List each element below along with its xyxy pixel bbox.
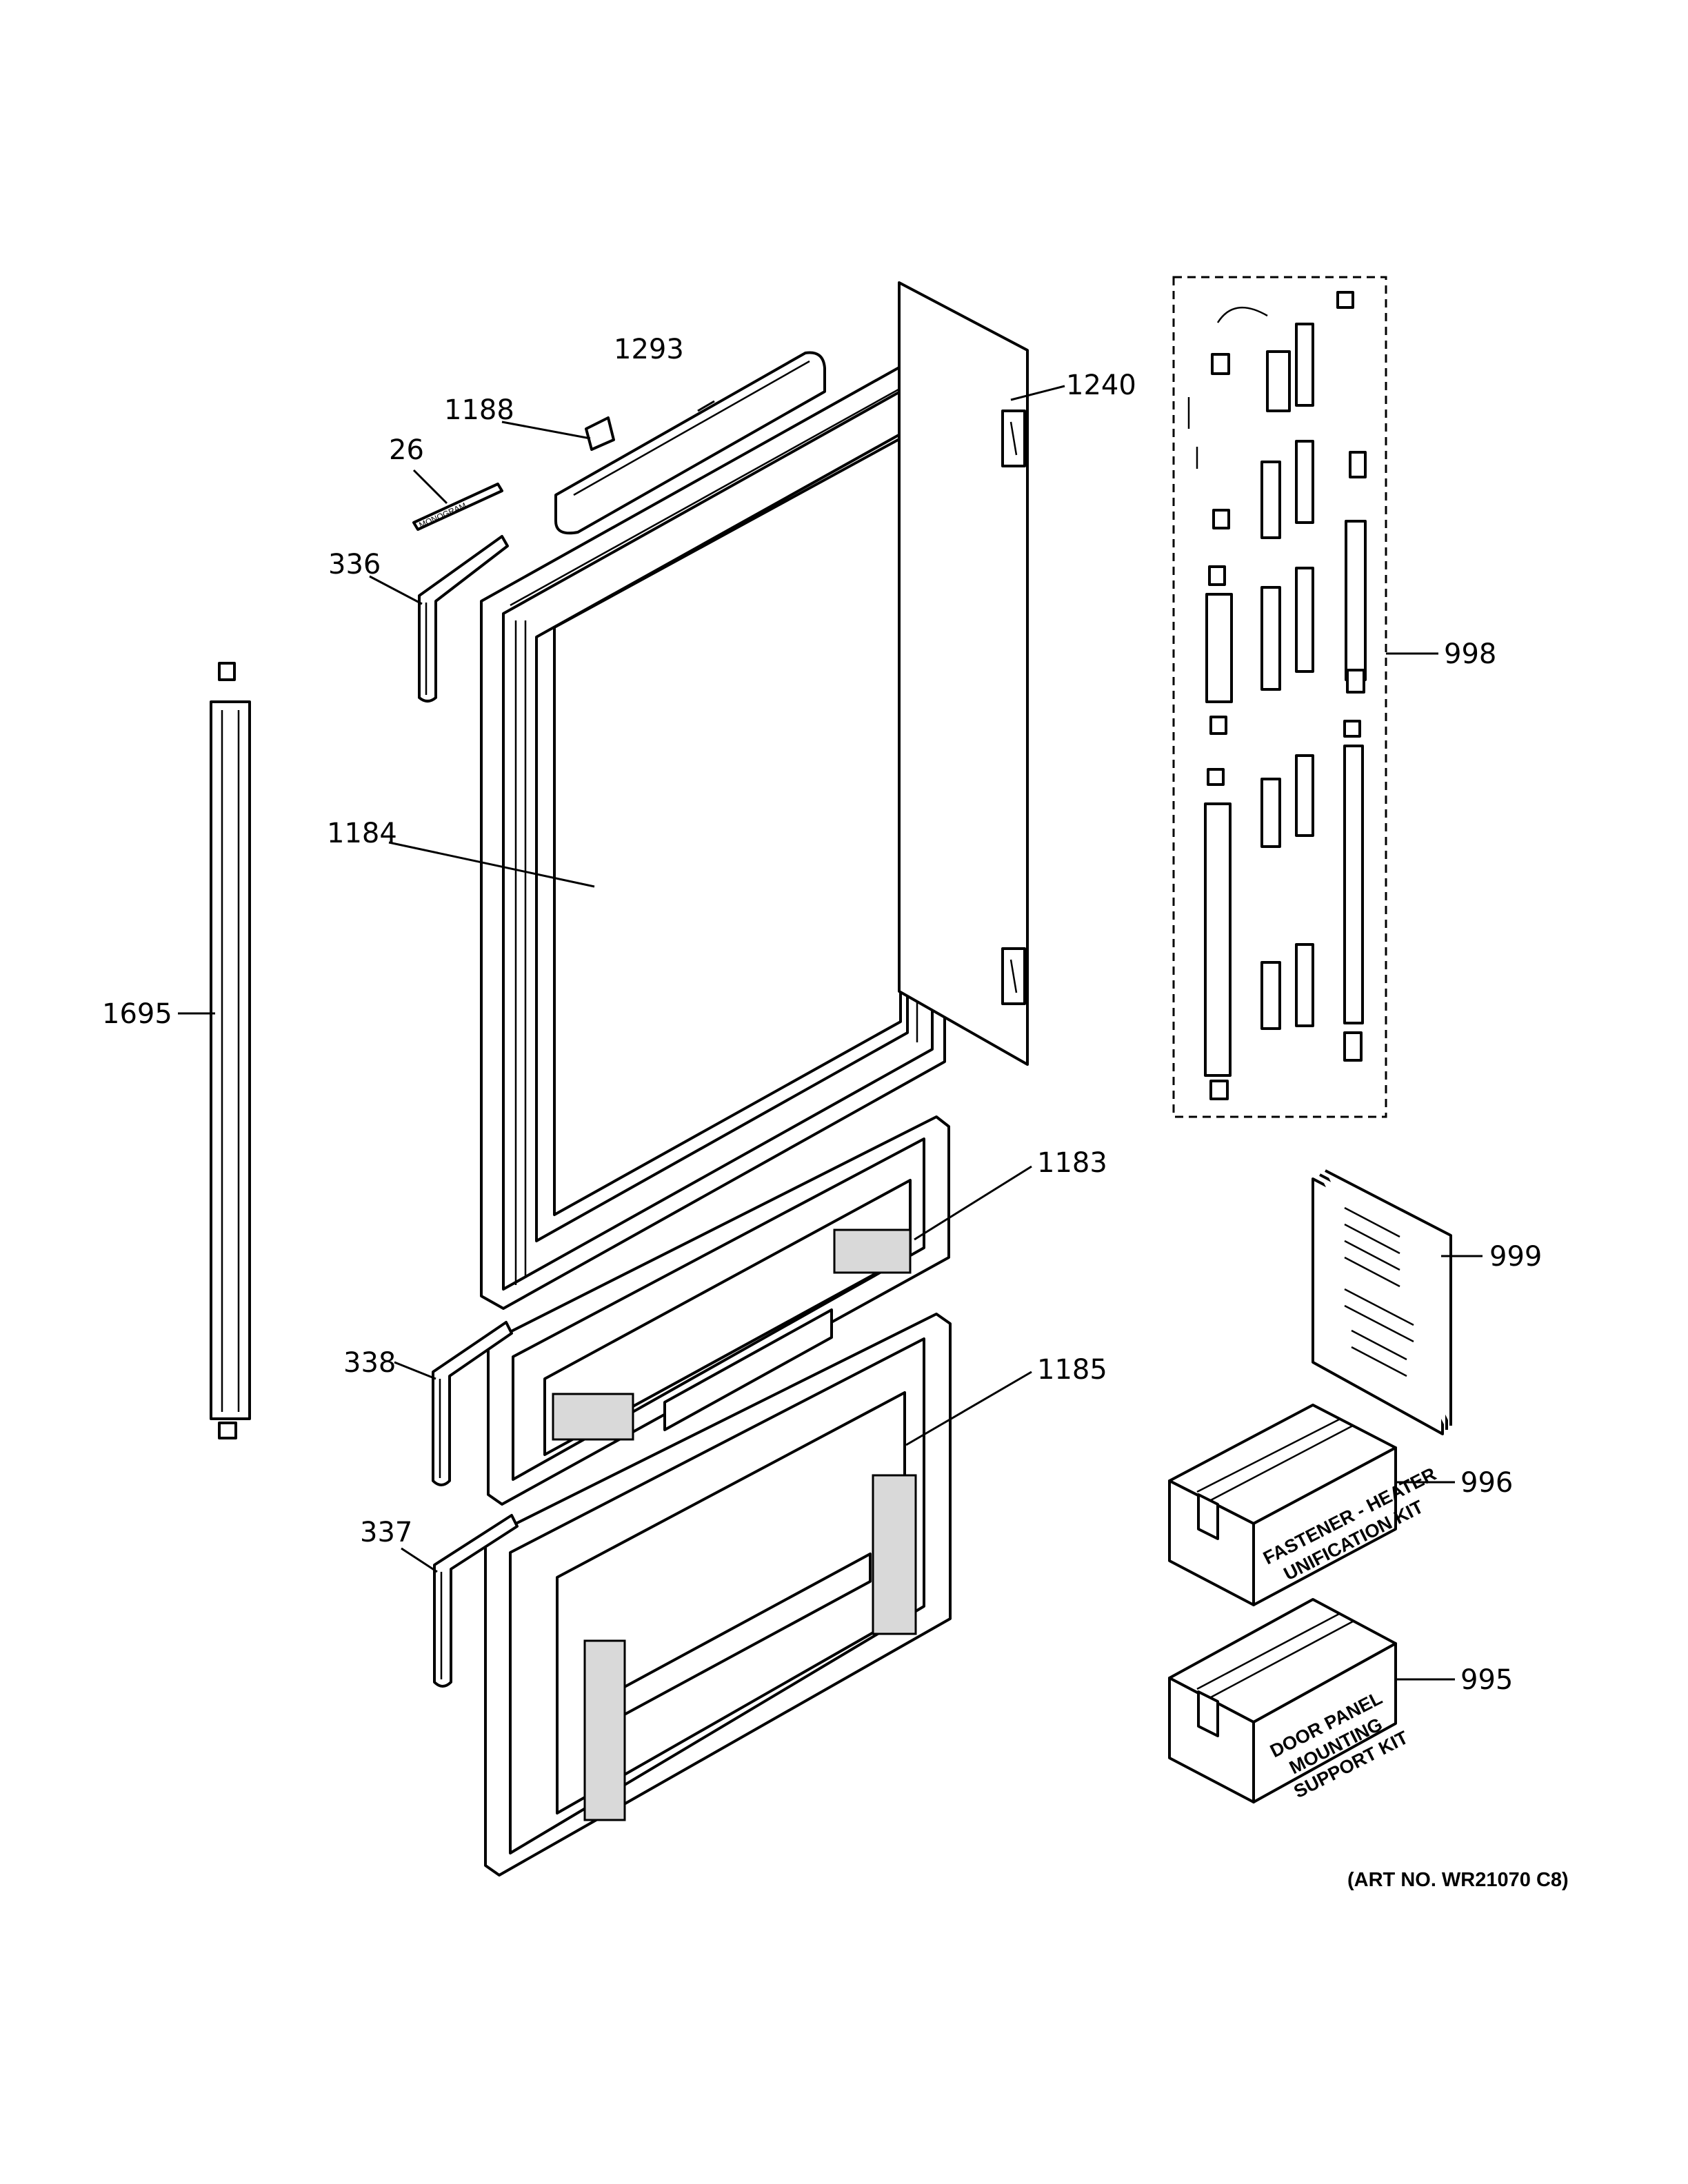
part-1185-lower-drawer <box>484 1313 952 1877</box>
callout-999: 999 <box>1489 1241 1542 1273</box>
art-number: (ART NO. WR21070 C8) <box>1347 1869 1569 1891</box>
part-1184-upper-door <box>480 353 946 1310</box>
part-995-box: DOOR PANEL MOUNTING SUPPORT KIT <box>1168 1598 1411 1803</box>
part-1188-cap <box>585 416 615 451</box>
callout-labels: 1293 1188 26 336 1240 998 1184 1695 1183… <box>102 334 1542 1696</box>
part-336-corner-trim <box>418 535 509 702</box>
callout-1183: 1183 <box>1037 1147 1107 1179</box>
callout-336: 336 <box>328 549 381 580</box>
part-999-manual <box>1312 1169 1452 1435</box>
callout-1240: 1240 <box>1066 370 1136 401</box>
callout-337: 337 <box>360 1517 412 1548</box>
callout-338: 338 <box>343 1347 396 1379</box>
part-1240-door-panel <box>898 281 1029 1066</box>
part-998-hardware-kit <box>1172 276 1387 1118</box>
part-338-corner-trim <box>432 1321 513 1486</box>
callout-1185: 1185 <box>1037 1354 1107 1386</box>
callout-996: 996 <box>1460 1467 1513 1499</box>
part-1183-drawer-frame <box>487 1115 950 1506</box>
part-1293-top-trim <box>554 351 826 535</box>
part-1695-trim-strip <box>210 662 251 1439</box>
callout-1695: 1695 <box>102 998 172 1030</box>
callout-26: 26 <box>389 434 424 466</box>
callout-1184: 1184 <box>327 818 397 849</box>
callout-1188: 1188 <box>444 394 514 426</box>
badge-text: MONOGRAM <box>418 501 468 530</box>
part-337-corner-trim <box>433 1514 519 1688</box>
part-26-badge: MONOGRAM <box>412 483 503 531</box>
callout-998: 998 <box>1444 638 1496 670</box>
callout-995: 995 <box>1460 1664 1513 1696</box>
leader-lines <box>178 385 1483 1681</box>
callout-1293: 1293 <box>614 334 684 365</box>
part-996-box: FASTENER - HEATER UNIFICATION KIT <box>1168 1404 1440 1606</box>
